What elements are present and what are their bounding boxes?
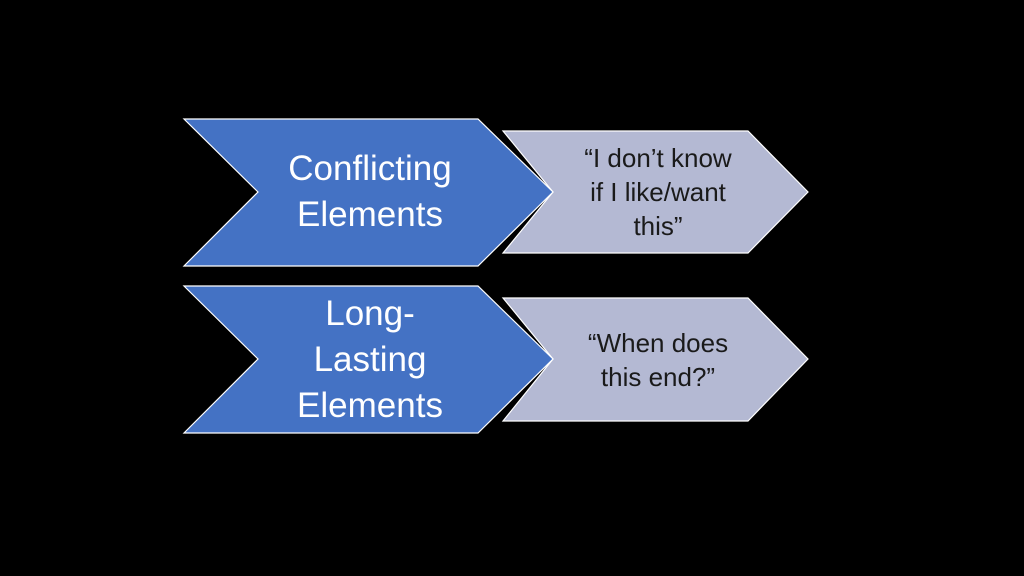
row2-primary-label: Long- Lasting Elements	[270, 290, 470, 430]
row1-primary-chevron	[182, 118, 554, 267]
row2-secondary-line-2: this end?”	[600, 362, 716, 392]
row1-secondary-line-3: this”	[633, 211, 683, 241]
row1-secondary-line-2: if I like/want	[590, 177, 726, 207]
row1-primary-line-2: Elements	[297, 195, 443, 234]
row1-primary-line-1: Conflicting	[288, 149, 452, 188]
row2-primary-line-3: Elements	[297, 386, 443, 425]
row2-primary-line-2: Lasting	[313, 340, 427, 379]
row1-secondary-line-1: “I don’t know	[584, 143, 732, 173]
row2-primary-line-1: Long-	[325, 294, 415, 333]
row1-secondary-label: “I don’t know if I like/want this”	[548, 138, 768, 246]
row1-primary-label: Conflicting Elements	[270, 140, 470, 244]
row2-primary-chevron	[182, 285, 554, 434]
row2-secondary-label: “When does this end?”	[548, 322, 768, 398]
row2-secondary-line-1: “When does	[587, 328, 729, 358]
